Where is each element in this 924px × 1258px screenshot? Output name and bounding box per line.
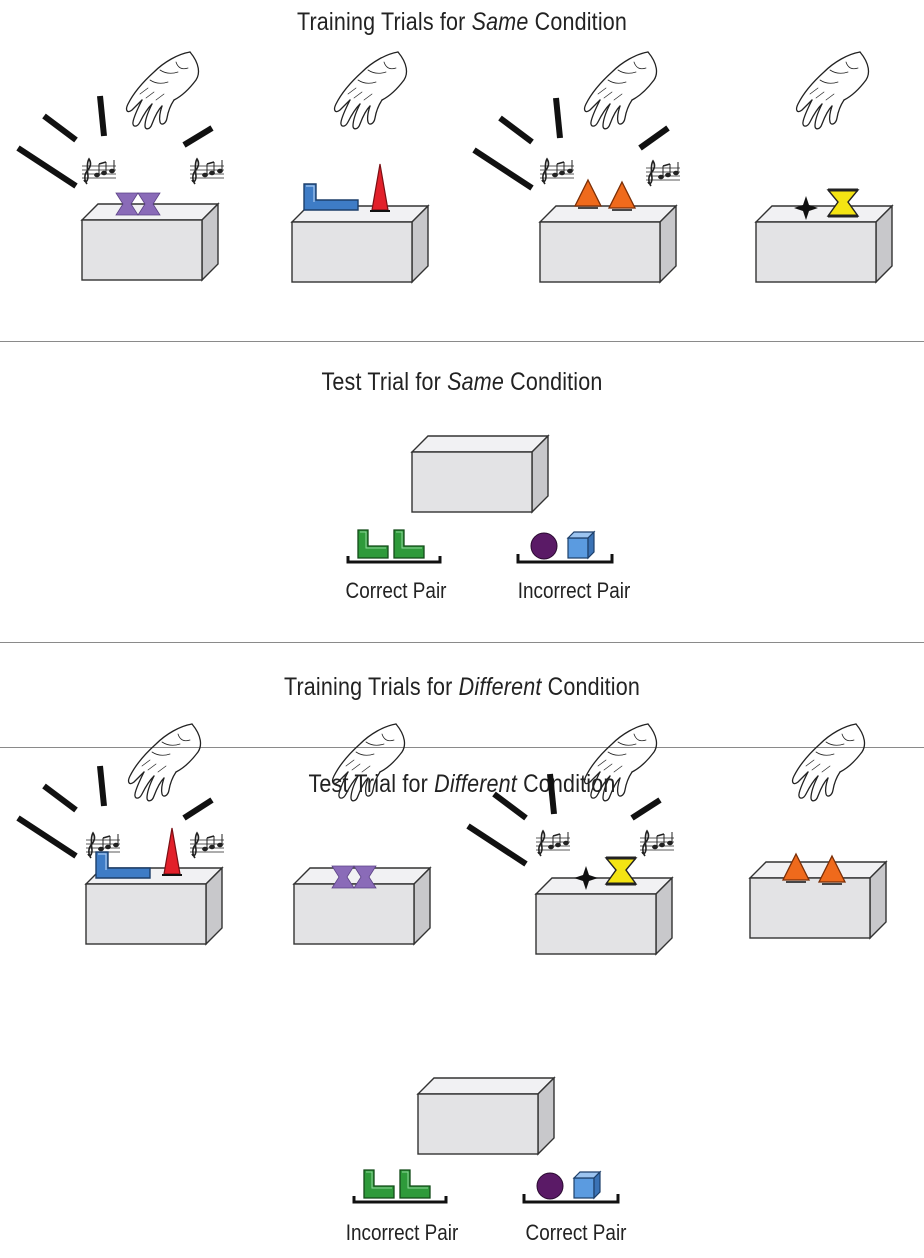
training-same-trial-3 xyxy=(474,51,681,283)
hand-icon xyxy=(333,51,408,130)
box xyxy=(535,877,673,955)
motion-line xyxy=(638,125,670,151)
test-different xyxy=(352,1077,620,1204)
training-different-trial-3 xyxy=(468,723,675,955)
hand-icon xyxy=(583,723,658,802)
orange-triangle xyxy=(608,181,636,211)
green-L-pair xyxy=(346,528,442,564)
test-same-left-label: Correct Pair xyxy=(345,578,447,603)
music-notes-icon xyxy=(189,832,225,859)
title-prefix: Test Trial for xyxy=(321,368,448,396)
title-suffix: Condition xyxy=(541,673,641,701)
title-training-same: Training Trials for Same Condition xyxy=(65,8,860,37)
ball-cube-pair xyxy=(522,1170,620,1204)
box xyxy=(539,205,677,283)
title-prefix: Training Trials for xyxy=(296,8,472,36)
training-different-trial-4 xyxy=(749,723,887,939)
divider xyxy=(0,747,924,748)
box xyxy=(749,861,887,939)
red-cone xyxy=(161,827,183,876)
training-different-trial-1 xyxy=(18,723,225,945)
title-suffix: Condition xyxy=(528,8,628,36)
title-condition: Same xyxy=(447,368,504,396)
hand-icon xyxy=(795,51,870,130)
title-suffix: Condition xyxy=(503,368,603,396)
test-same xyxy=(346,435,614,564)
divider xyxy=(0,341,924,342)
ball-cube-pair xyxy=(516,530,614,564)
title-suffix: Condition xyxy=(516,770,616,798)
motion-lines xyxy=(474,98,560,188)
training-same-trial-2 xyxy=(291,51,429,283)
motion-line xyxy=(182,797,214,821)
music-notes-icon xyxy=(81,158,117,185)
orange-triangle xyxy=(574,179,602,209)
divider xyxy=(0,642,924,643)
green-L-pair xyxy=(352,1168,448,1204)
box xyxy=(417,1077,555,1155)
box xyxy=(411,435,549,513)
title-test-same: Test Trial for Same Condition xyxy=(65,368,860,397)
yellow-hourglass xyxy=(826,188,860,218)
training-different-trial-2 xyxy=(293,723,431,945)
music-notes-icon xyxy=(639,830,675,857)
hand-icon xyxy=(331,723,406,802)
title-test-different: Test Trial for Different Condition xyxy=(65,770,860,799)
music-notes-icon xyxy=(645,160,681,187)
box xyxy=(755,205,893,283)
music-notes-icon xyxy=(539,158,575,185)
title-prefix: Test Trial for xyxy=(308,770,435,798)
title-condition: Same xyxy=(471,8,529,36)
yellow-hourglass xyxy=(604,856,638,886)
hand-icon xyxy=(791,723,866,802)
music-notes-icon xyxy=(535,830,571,857)
motion-line xyxy=(630,797,662,821)
title-prefix: Training Trials for xyxy=(283,673,459,701)
blue-L-shape xyxy=(303,183,359,211)
music-notes-icon xyxy=(189,158,225,185)
hand-icon xyxy=(583,51,658,130)
hand-icon xyxy=(125,51,200,130)
hand-icon xyxy=(127,723,202,802)
training-same-trial-4 xyxy=(755,51,893,283)
title-condition: Different xyxy=(434,770,517,798)
box xyxy=(291,205,429,283)
title-training-different: Training Trials for Different Condition xyxy=(65,673,860,702)
test-same-right-label: Incorrect Pair xyxy=(517,578,631,603)
motion-line xyxy=(182,125,214,148)
training-same-trial-1 xyxy=(18,51,225,281)
motion-lines xyxy=(18,96,104,186)
test-different-right-label: Correct Pair xyxy=(525,1220,627,1245)
blue-L-shape xyxy=(95,851,151,879)
box xyxy=(85,867,223,945)
red-cone xyxy=(369,163,391,212)
title-condition: Different xyxy=(458,673,542,701)
test-different-left-label: Incorrect Pair xyxy=(345,1220,459,1245)
